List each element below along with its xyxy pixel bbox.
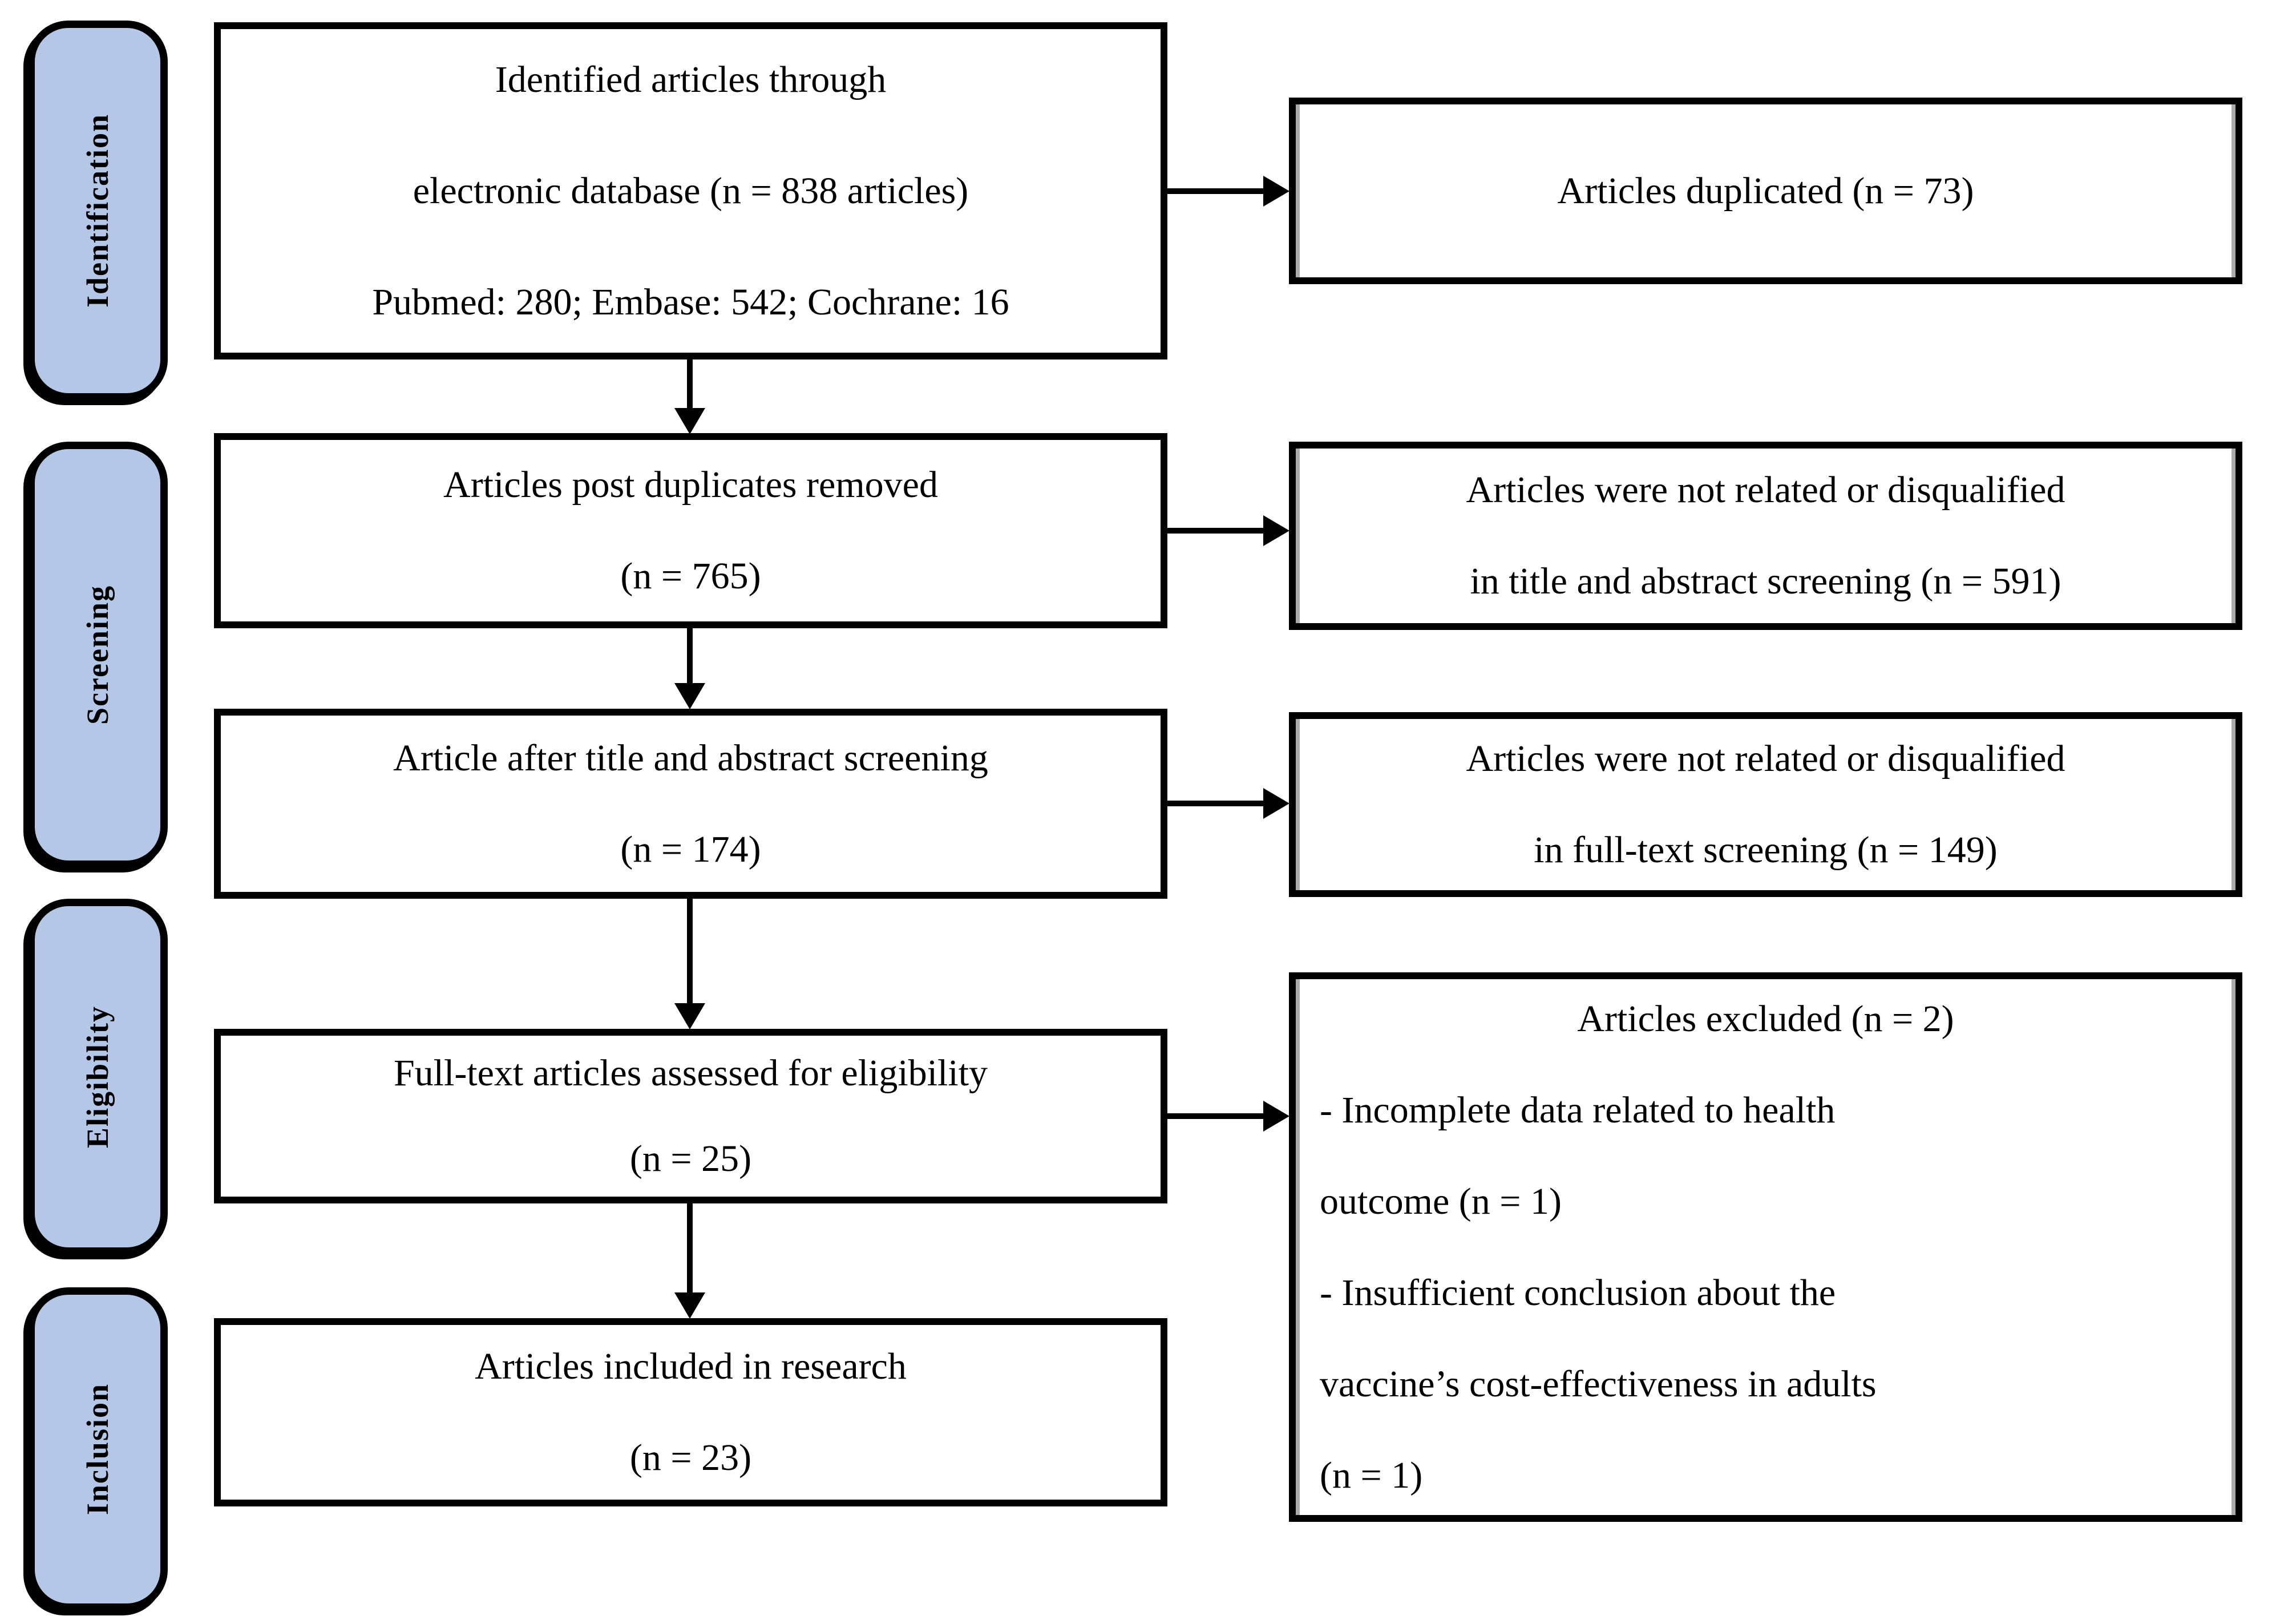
flow-box-text-line: - Insufficient conclusion about the bbox=[1320, 1271, 1836, 1314]
flow-box-text-line: Articles duplicated (n = 73) bbox=[1557, 169, 1974, 212]
right-arrowhead-icon bbox=[1263, 176, 1289, 207]
flow-box-text-line: electronic database (n = 838 articles) bbox=[413, 170, 969, 212]
flow-box-excluded-title-abstract: Articles were not related or disqualifie… bbox=[1289, 442, 2242, 630]
right-arrowhead-icon bbox=[1263, 515, 1289, 546]
stage-label-screening: Screening bbox=[80, 585, 115, 725]
flow-box-text-line: Articles included in research bbox=[475, 1346, 907, 1387]
flow-box-text-line: - Incomplete data related to health bbox=[1320, 1089, 1836, 1131]
down-arrow-icon bbox=[687, 1203, 693, 1295]
flow-box-text-line: Full-text articles assessed for eligibil… bbox=[393, 1052, 988, 1094]
right-arrow-icon bbox=[1167, 801, 1266, 806]
flow-box-text-line: Articles post duplicates removed bbox=[443, 464, 938, 506]
flow-box-excluded-fulltext: Articles were not related or disqualifie… bbox=[1289, 712, 2242, 897]
flow-box-text-line: Pubmed: 280; Embase: 542; Cochrane: 16 bbox=[372, 281, 1009, 323]
stage-label-inclusion: Inclusion bbox=[80, 1383, 115, 1516]
flow-box-articles-excluded-reasons: Articles excluded (n = 2) - Incomplete d… bbox=[1289, 972, 2242, 1522]
right-arrow-icon bbox=[1167, 528, 1266, 534]
flow-box-included-in-research: Articles included in research (n = 23) bbox=[214, 1318, 1167, 1506]
flow-box-text-line: vaccine’s cost-effectiveness in adults bbox=[1320, 1363, 1877, 1405]
down-arrowhead-icon bbox=[674, 1003, 705, 1029]
right-arrow-icon bbox=[1167, 1113, 1266, 1119]
flow-box-duplicated: Articles duplicated (n = 73) bbox=[1289, 98, 2242, 284]
flow-box-text-line: Identified articles through bbox=[495, 59, 887, 100]
flow-box-text-line: outcome (n = 1) bbox=[1320, 1180, 1562, 1222]
stage-label-eligibility: Eligibility bbox=[80, 1005, 115, 1149]
right-arrow-icon bbox=[1167, 188, 1266, 194]
flow-box-text-line: (n = 25) bbox=[629, 1138, 752, 1179]
flow-box-text-line: Articles excluded (n = 2) bbox=[1577, 997, 1954, 1040]
down-arrowhead-icon bbox=[674, 683, 705, 709]
right-arrowhead-icon bbox=[1263, 1101, 1289, 1132]
flow-box-text-line: (n = 765) bbox=[620, 555, 761, 597]
flow-box-text-line: Article after title and abstract screeni… bbox=[393, 737, 988, 779]
flow-box-text-line: Articles were not related or disqualifie… bbox=[1466, 738, 2065, 779]
right-arrowhead-icon bbox=[1263, 788, 1289, 819]
flow-box-text-line: Articles were not related or disqualifie… bbox=[1466, 469, 2065, 511]
flow-box-text-line: in title and abstract screening (n = 591… bbox=[1470, 560, 2061, 602]
flow-box-after-title-abstract: Article after title and abstract screeni… bbox=[214, 709, 1167, 899]
flow-box-identified-articles: Identified articles through electronic d… bbox=[214, 22, 1167, 359]
flow-box-text-line: (n = 23) bbox=[629, 1437, 752, 1478]
stage-box-screening: Screening bbox=[27, 442, 168, 868]
down-arrow-icon bbox=[687, 899, 693, 1005]
stage-label-identification: Identification bbox=[80, 113, 115, 308]
flow-box-fulltext-assessed: Full-text articles assessed for eligibil… bbox=[214, 1029, 1167, 1203]
flow-box-post-duplicates: Articles post duplicates removed (n = 76… bbox=[214, 433, 1167, 628]
down-arrow-icon bbox=[687, 628, 693, 685]
stage-box-inclusion: Inclusion bbox=[27, 1287, 168, 1611]
flow-box-text-line: (n = 1) bbox=[1320, 1454, 1423, 1496]
flow-box-text-line: in full-text screening (n = 149) bbox=[1534, 829, 1998, 871]
stage-box-identification: Identification bbox=[27, 21, 168, 401]
down-arrow-icon bbox=[687, 359, 693, 411]
down-arrowhead-icon bbox=[674, 1292, 705, 1319]
flow-box-text-line: (n = 174) bbox=[620, 828, 761, 870]
down-arrowhead-icon bbox=[674, 408, 705, 434]
stage-box-eligibility: Eligibility bbox=[27, 899, 168, 1255]
